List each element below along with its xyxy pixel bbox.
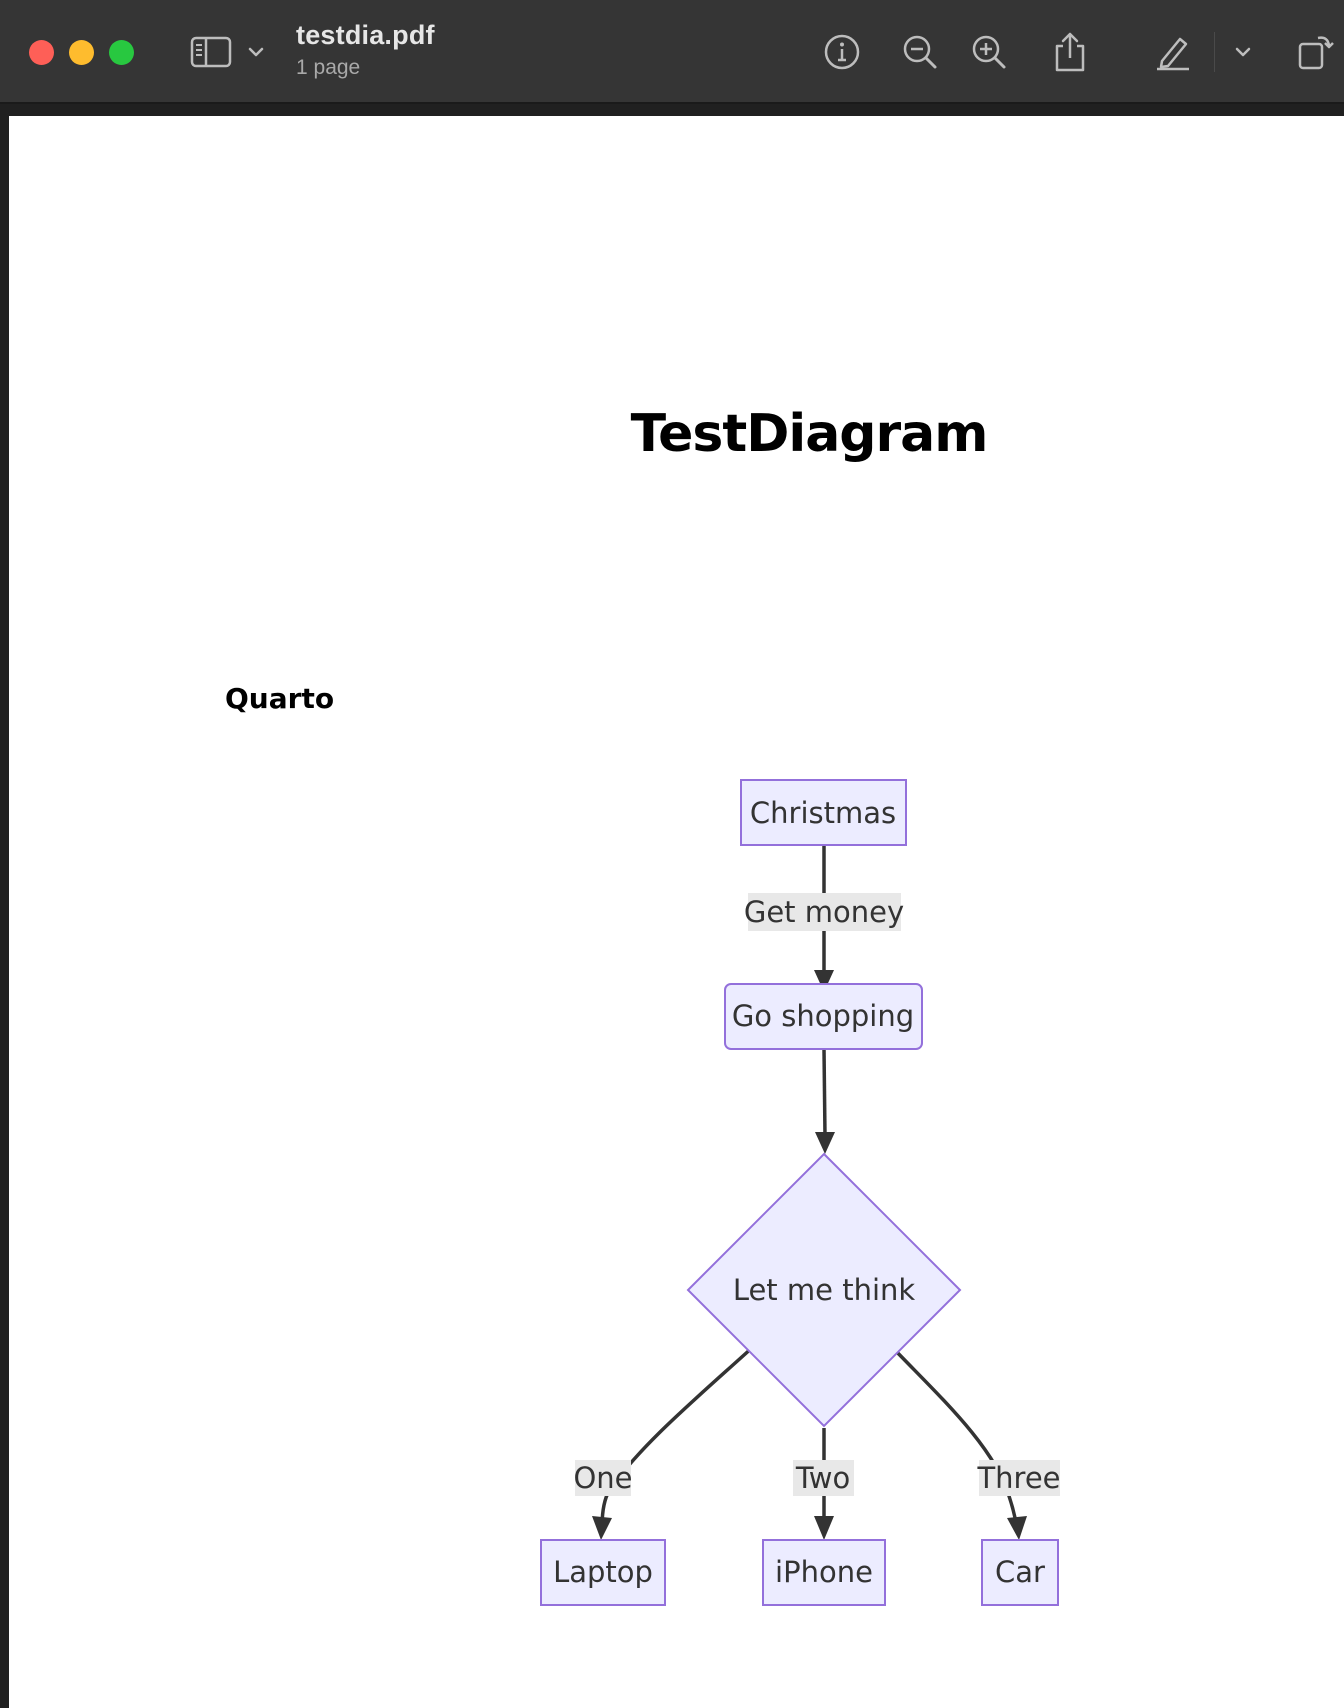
- arrow-christmas-shopping: [814, 970, 834, 992]
- pdf-page: TestDiagram Quarto: [9, 116, 1344, 1708]
- close-window-button[interactable]: [29, 40, 54, 65]
- node-iphone[interactable]: iPhone: [762, 1539, 886, 1606]
- edge-label-three: Three: [976, 1460, 1061, 1496]
- document-page-count: 1 page: [296, 56, 361, 79]
- document-heading: TestDiagram: [630, 404, 989, 464]
- edge-label-one-text: One: [573, 1461, 632, 1495]
- minimize-window-button[interactable]: [69, 40, 94, 65]
- document-viewport[interactable]: TestDiagram Quarto: [0, 104, 1344, 1708]
- node-laptop-text: Laptop: [553, 1555, 653, 1589]
- node-car[interactable]: Car: [981, 1539, 1059, 1606]
- zoom-in-button[interactable]: [967, 28, 1011, 76]
- edge-label-get-money: Get money: [744, 893, 904, 931]
- arrow-think-laptop: [592, 1516, 612, 1540]
- node-let-me-think[interactable]: Let me think: [686, 1152, 962, 1428]
- edge-label-three-text: Three: [976, 1461, 1060, 1495]
- share-button[interactable]: [1048, 28, 1092, 76]
- node-go-shopping-text: Go shopping: [732, 999, 914, 1033]
- edge-shopping-think: [822, 1048, 827, 1137]
- sidebar-icon: [190, 36, 232, 68]
- rotate-icon: [1298, 36, 1334, 70]
- arrow-think-car: [1007, 1516, 1027, 1540]
- document-author: Quarto: [225, 682, 335, 715]
- info-button[interactable]: [820, 28, 864, 76]
- titlebar: testdia.pdf 1 page: [0, 0, 1344, 104]
- info-icon: [824, 34, 860, 70]
- markup-button[interactable]: [1153, 28, 1193, 76]
- toolbar-separator: [1214, 32, 1215, 72]
- edge-label-get-money-text: Get money: [744, 895, 904, 929]
- node-go-shopping[interactable]: Go shopping: [724, 983, 923, 1050]
- zoom-in-icon: [972, 35, 1006, 69]
- node-christmas-text: Christmas: [750, 796, 896, 830]
- edge-think-car: [891, 1346, 1019, 1529]
- zoom-window-button[interactable]: [109, 40, 134, 65]
- chevron-down-icon: [1235, 47, 1251, 57]
- arrow-think-iphone: [814, 1516, 834, 1540]
- node-laptop[interactable]: Laptop: [540, 1539, 666, 1606]
- node-car-text: Car: [995, 1555, 1045, 1589]
- share-icon: [1055, 32, 1085, 72]
- flowchart: Get money One Two Three Christmas: [540, 779, 1061, 1606]
- sidebar-toggle-button[interactable]: [186, 28, 236, 76]
- zoom-out-button[interactable]: [898, 28, 942, 76]
- zoom-out-icon: [903, 35, 937, 69]
- node-iphone-text: iPhone: [775, 1555, 873, 1589]
- edge-label-one: One: [573, 1460, 633, 1496]
- document-title: testdia.pdf: [296, 20, 435, 50]
- markup-pen-icon: [1157, 37, 1189, 71]
- rotate-button[interactable]: [1296, 28, 1336, 76]
- node-let-me-think-text: Let me think: [733, 1273, 916, 1307]
- chevron-down-icon: [248, 47, 264, 57]
- arrow-shopping-think: [815, 1132, 835, 1154]
- sidebar-menu-button[interactable]: [244, 28, 268, 76]
- edge-label-two-text: Two: [795, 1461, 850, 1495]
- node-christmas[interactable]: Christmas: [740, 779, 907, 846]
- edge-label-two: Two: [793, 1460, 854, 1496]
- markup-menu-button[interactable]: [1231, 28, 1255, 76]
- edge-think-laptop: [600, 1344, 756, 1529]
